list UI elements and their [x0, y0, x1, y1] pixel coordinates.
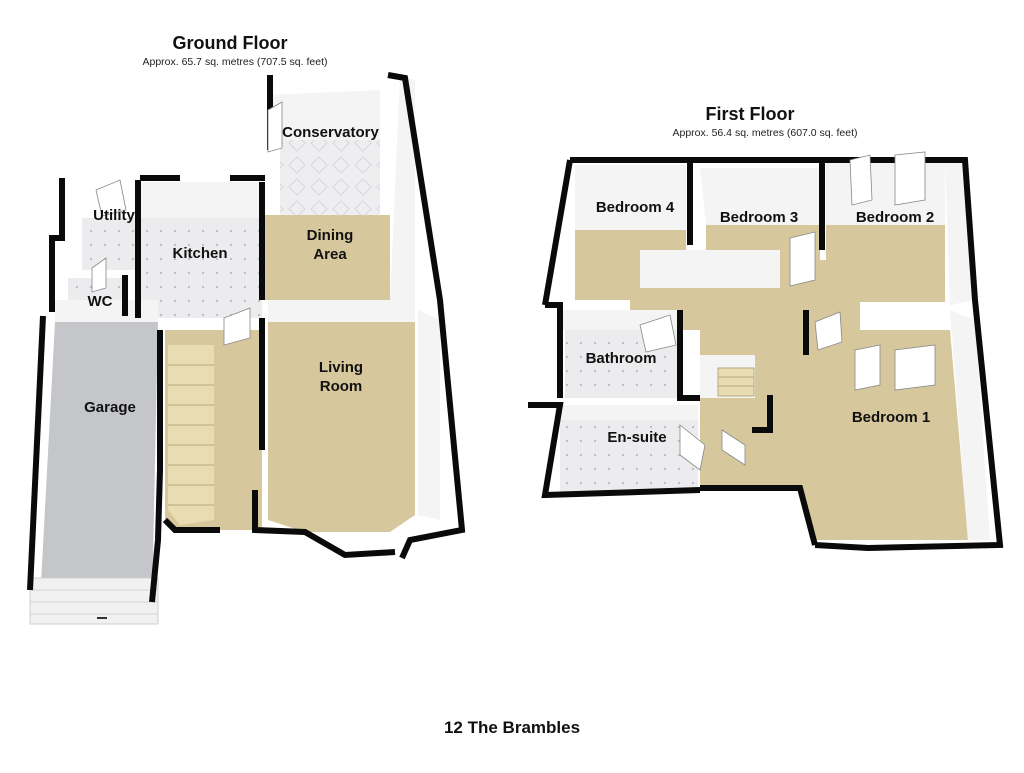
kitchen-floor [140, 218, 262, 318]
room-label-wc: WC [87, 293, 113, 310]
room-label-bedroom-2: Bedroom 2 [855, 209, 935, 226]
room-label-bedroom-3: Bedroom 3 [719, 209, 799, 226]
first-walls [528, 157, 1004, 552]
room-label-bedroom-4: Bedroom 4 [595, 199, 675, 216]
living-room-floor [268, 322, 415, 532]
first-floor-area: Approx. 56.4 sq. metres (607.0 sq. feet) [672, 127, 858, 139]
stair-treads [168, 364, 214, 506]
garage-door [29, 577, 159, 625]
ground-floor-area: Approx. 65.7 sq. metres (707.5 sq. feet) [142, 56, 328, 68]
first-floor-plan [528, 151, 1004, 552]
room-label-bedroom-1: Bedroom 1 [851, 409, 931, 426]
dining-area-floor [262, 215, 390, 300]
room-label-dining-area: Dining Area [306, 227, 354, 263]
room-label-garage: Garage [84, 399, 136, 416]
first-doors [639, 151, 936, 471]
ensuite-floor [560, 420, 698, 492]
ground-doors [91, 101, 283, 346]
garage-floor [40, 322, 158, 602]
ground-floor-plan [27, 72, 466, 625]
utility-floor [82, 218, 140, 270]
room-label-living-room: Living Room [318, 359, 364, 395]
room-label-bathroom: Bathroom [585, 350, 657, 367]
room-label-conservatory: Conservatory [282, 124, 379, 141]
conservatory-floor [280, 140, 380, 215]
ground-inner-walls [55, 75, 440, 520]
first-stair-treads [717, 367, 755, 397]
room-label-utility: Utility [93, 207, 135, 224]
ground-walls [27, 72, 466, 603]
room-label-en-suite: En-suite [607, 429, 667, 446]
first-floor-title: First Floor [705, 104, 795, 124]
property-name: 12 The Brambles [443, 718, 581, 737]
ground-floor-title: Ground Floor [172, 33, 288, 53]
room-label-kitchen: Kitchen [172, 245, 228, 262]
stairs [168, 345, 214, 525]
